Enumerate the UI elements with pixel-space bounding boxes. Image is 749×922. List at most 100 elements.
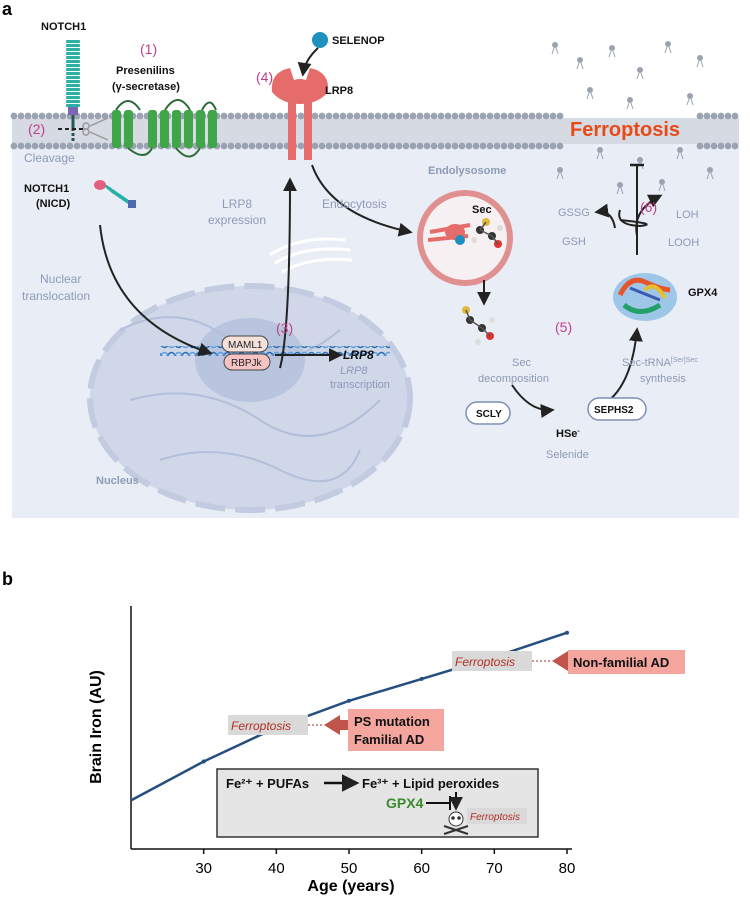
- x-tick-label-70: 70: [486, 860, 503, 877]
- looh-label: LOOH: [668, 237, 699, 249]
- ferro-box-bg: [467, 808, 527, 824]
- ferro-lower-box: [228, 715, 308, 735]
- familial-label: Familial AD: [354, 732, 424, 747]
- step4-label: (4): [256, 69, 273, 85]
- endolysosome: [417, 190, 513, 286]
- sec-label: Sec: [472, 204, 492, 216]
- presenilins-label: Presenilins: [116, 65, 175, 77]
- selenop-label: SELENOP: [332, 35, 385, 47]
- sec-decomposition-label-1: Sec: [512, 357, 531, 369]
- scly-label: SCLY: [476, 409, 502, 420]
- gssg-label: GSSG: [558, 207, 590, 219]
- decomposed-sec-molecule: [462, 306, 495, 345]
- maml1-box: [221, 335, 269, 353]
- lrp8-receptor: [271, 68, 329, 160]
- endocytosis-label: Endocytosis: [322, 197, 387, 211]
- nucleus-label: Nucleus: [96, 475, 139, 487]
- hse-superscript: -: [577, 428, 580, 435]
- extracellular-space: [12, 20, 739, 128]
- notch1-label: NOTCH1: [41, 21, 86, 33]
- nicd-label-1: NOTCH1: [24, 183, 69, 195]
- sephs2-box: [587, 397, 647, 421]
- rbpjk-box: [223, 353, 271, 371]
- selenide-label: Selenide: [546, 449, 589, 461]
- skull-icon: [443, 811, 469, 835]
- nuclear-label-2: translocation: [22, 289, 90, 303]
- gamma-secretase-label: (γ-secretase): [112, 81, 180, 93]
- ferro-upper-label: Ferroptosis: [455, 655, 515, 669]
- reaction-left-label: Fe²⁺ + PUFAs: [226, 776, 309, 791]
- golgi-apparatus: [269, 237, 353, 274]
- lrp8-gene-label: LRP8: [343, 348, 374, 362]
- endolysosome-label: Endolysosome: [428, 165, 506, 177]
- x-tick-label-30: 30: [195, 860, 212, 877]
- sec-trna-label: Sec-tRNA[Ser]Sec: [622, 357, 698, 369]
- nicd-fragment: [94, 180, 136, 208]
- ferro-upper-box: [452, 651, 532, 671]
- sec-trna-text: Sec-tRNA: [622, 357, 672, 369]
- selenop-molecule: [312, 32, 328, 48]
- scissors-icon: [82, 117, 109, 141]
- reaction-right-label: Fe³⁺ + Lipid peroxides: [362, 776, 499, 791]
- gpx4-protein: [613, 273, 677, 321]
- reaction-box: [216, 768, 539, 838]
- hse-text: HSe: [556, 428, 577, 440]
- loh-label: LOH: [676, 209, 699, 221]
- gpx4-inhibitor-label: GPX4: [386, 795, 424, 811]
- ps-mutation-label: PS mutation: [354, 714, 430, 729]
- synthesis-label: synthesis: [640, 373, 686, 385]
- nucleus: [87, 283, 413, 513]
- sec-molecule: [471, 218, 503, 248]
- x-axis-title: Age (years): [307, 878, 394, 895]
- lrp8-receptor-label: LRP8: [325, 85, 353, 97]
- x-tick-label-40: 40: [268, 860, 285, 877]
- step5-label: (5): [555, 319, 572, 335]
- nuclear-label-1: Nuclear: [40, 272, 81, 286]
- lipid-fragments: [551, 41, 714, 195]
- hse-label: HSe-: [556, 428, 580, 440]
- ferro-box-label: Ferroptosis: [470, 812, 520, 823]
- lrp8-expression-label-2: expression: [208, 213, 266, 227]
- dna-strand: [160, 346, 390, 356]
- presenilin-complex: [112, 99, 217, 158]
- x-tick-label-50: 50: [341, 860, 358, 877]
- sec-trna-superscript: [Ser]Sec: [671, 357, 698, 364]
- lrp8-transcription-gene: LRP8: [340, 365, 368, 377]
- step6-label: (6): [640, 199, 657, 215]
- data-point-30: [201, 759, 206, 764]
- maml1-label: MAML1: [228, 340, 263, 351]
- familial-box: [348, 709, 444, 751]
- y-axis-title: Brain Iron (AU): [88, 670, 105, 784]
- lrp8-expression-label-1: LRP8: [222, 197, 252, 211]
- selenop-binding-arrow: [297, 47, 319, 77]
- gsh-label: GSH: [562, 236, 586, 248]
- familial-arrow: [324, 715, 350, 735]
- cleavage-label: Cleavage: [24, 151, 75, 165]
- step2-label: (2): [28, 121, 45, 137]
- nonfamilial-label: Non-familial AD: [573, 655, 669, 670]
- data-point-80: [565, 630, 569, 635]
- x-axis-tick-labels: 30 40 50 60 70 80: [195, 860, 575, 877]
- sephs2-label: SEPHS2: [594, 405, 634, 416]
- panel-a-letter: a: [2, 0, 13, 19]
- data-point-50: [347, 698, 351, 703]
- panel-b-letter: b: [2, 569, 13, 589]
- x-axis-ticks: [202, 849, 568, 854]
- notch1-receptor: [58, 40, 85, 142]
- x-tick-label-60: 60: [413, 860, 430, 877]
- ferroptosis-title: Ferroptosis: [570, 119, 680, 141]
- rbpjk-label: RBPJk: [231, 358, 263, 369]
- step1-label: (1): [140, 41, 157, 57]
- sec-decomposition-label-2: decomposition: [478, 373, 549, 385]
- transcription-label: transcription: [330, 379, 390, 391]
- x-tick-label-80: 80: [559, 860, 576, 877]
- chart-axes: [130, 606, 572, 850]
- gpx4-label: GPX4: [688, 287, 718, 299]
- nicd-label-2: (NICD): [36, 198, 71, 210]
- nonfamilial-box: [568, 650, 685, 674]
- step3-label: (3): [276, 320, 293, 336]
- gpx4-inhibition-symbol: [426, 792, 463, 811]
- ferro-lower-label: Ferroptosis: [231, 719, 291, 733]
